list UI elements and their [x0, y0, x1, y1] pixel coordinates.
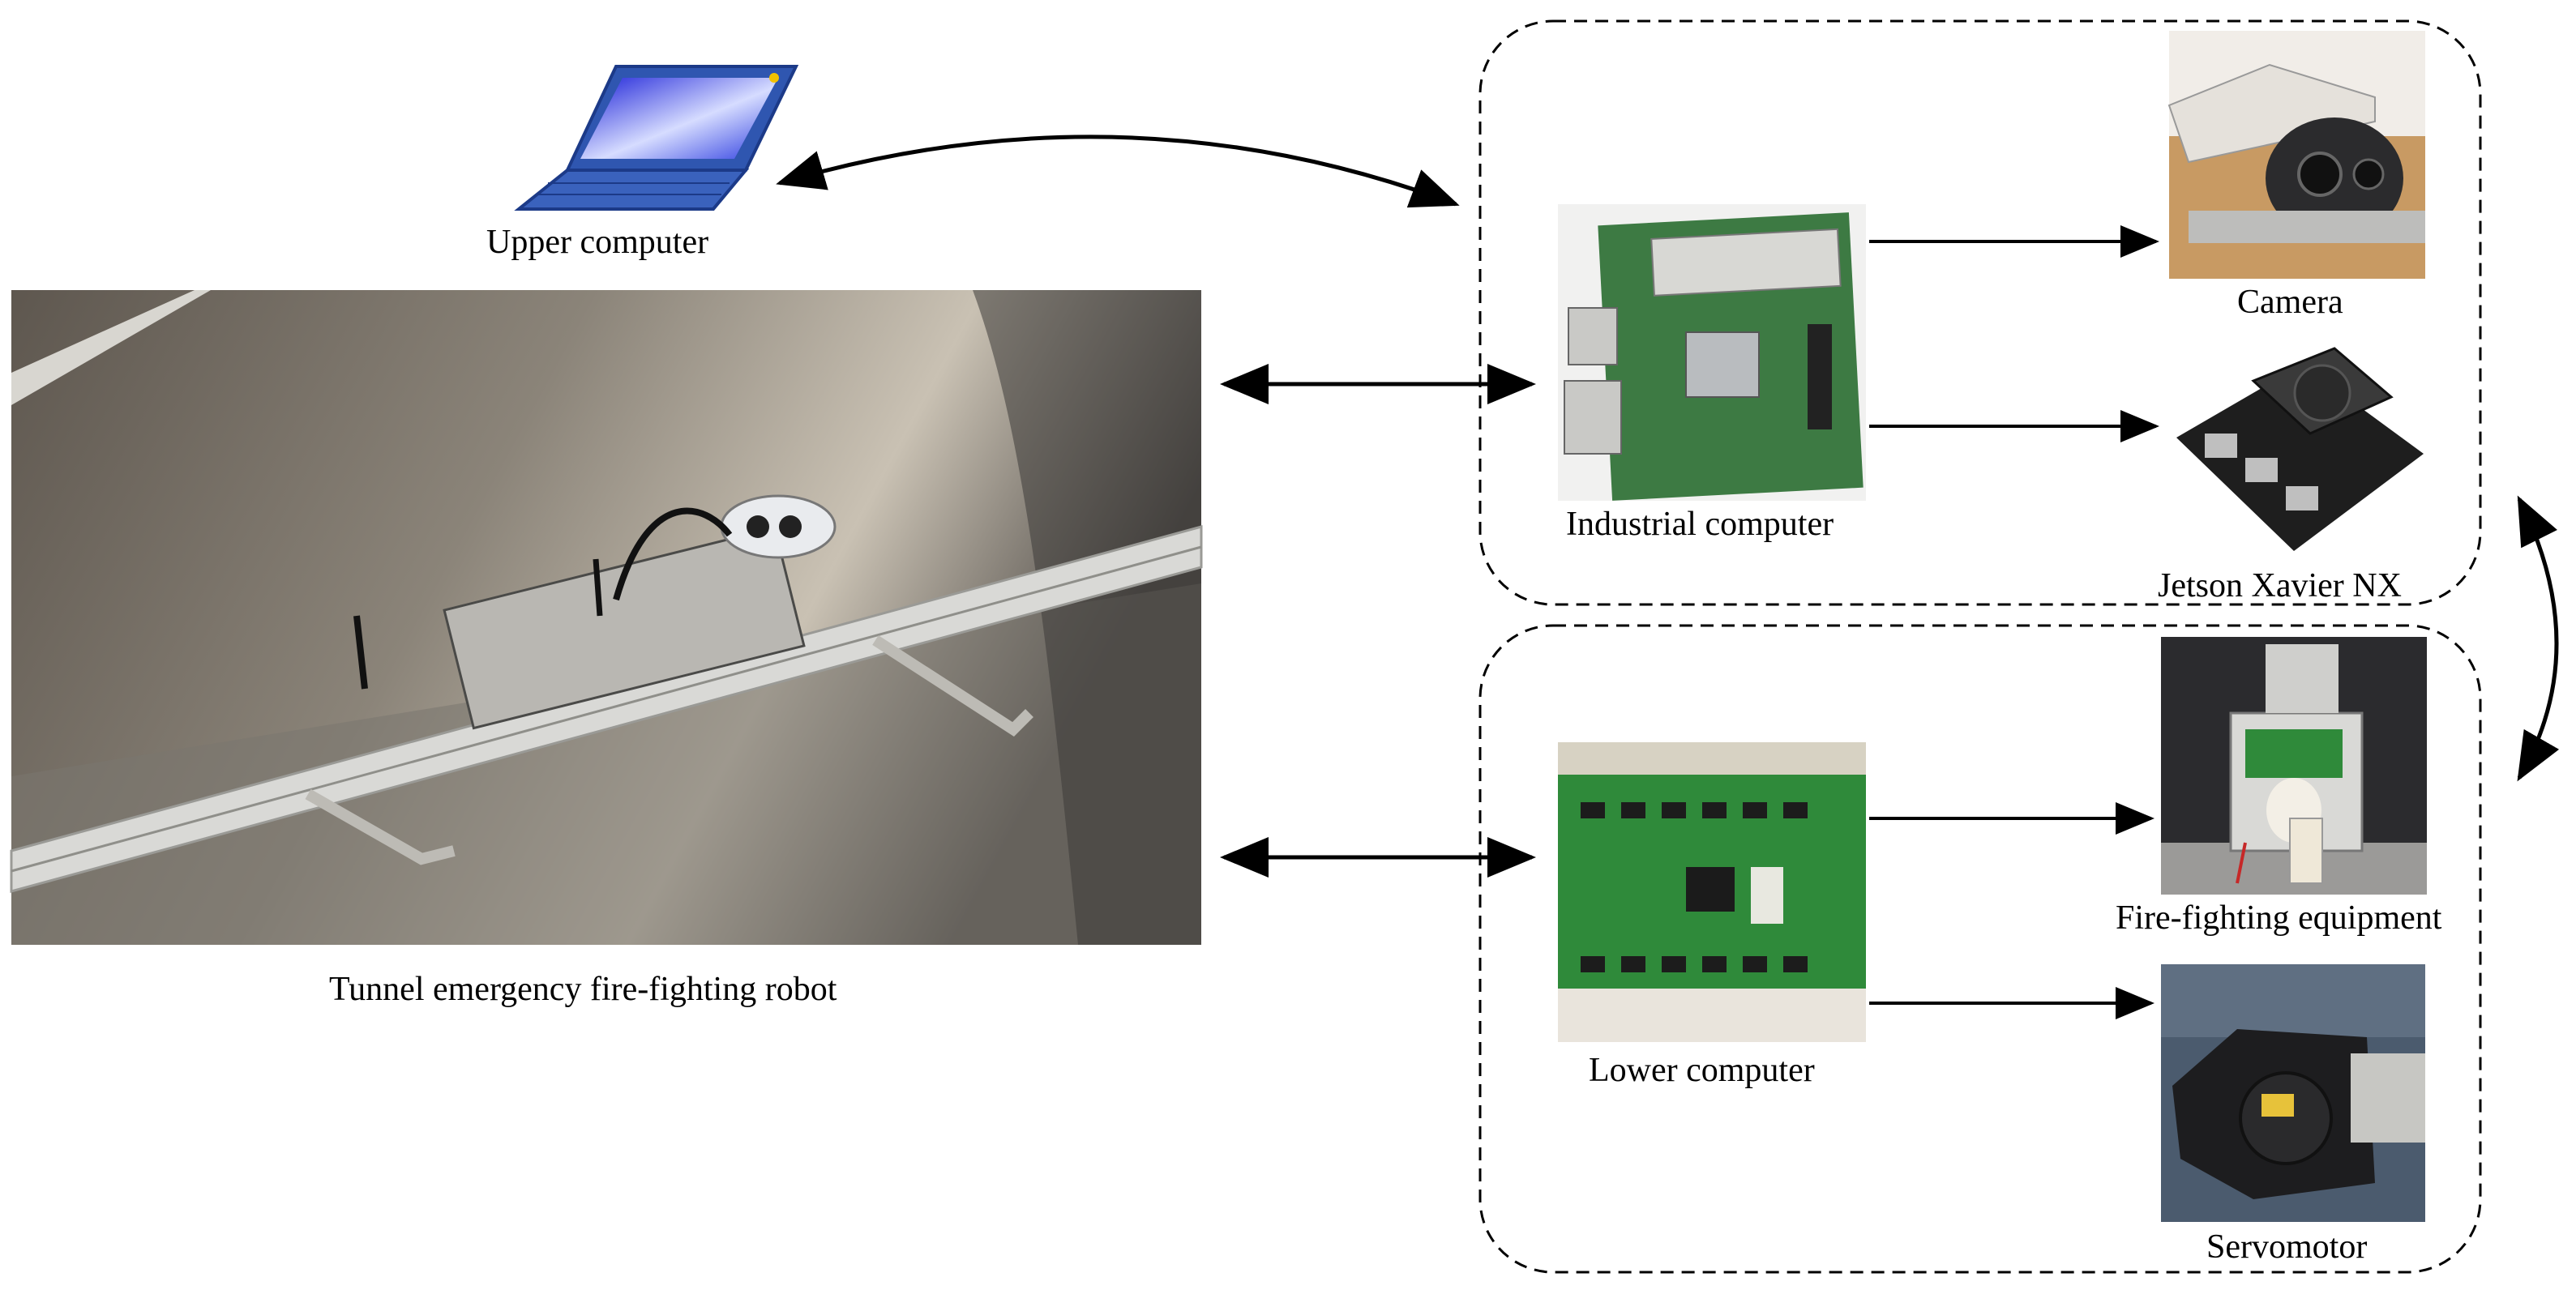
laptop-icon [514, 65, 799, 211]
motherboard-photo [1558, 204, 1866, 501]
robot-photo [10, 290, 1203, 945]
upper-group-box [1478, 19, 2482, 606]
lower-computer-label: Lower computer [1589, 1052, 1815, 1089]
camera-photo [2167, 31, 2425, 279]
lower-group-box [1478, 624, 2482, 1274]
robot-label: Tunnel emergency fire-fighting robot [329, 971, 837, 1008]
jetson-board-photo [2169, 347, 2433, 567]
camera-label: Camera [2237, 284, 2343, 321]
link-upper-computer [776, 135, 1460, 208]
motor-photo [2161, 964, 2425, 1222]
link-upper-lower-group [2517, 495, 2560, 782]
nozzle-photo [2161, 637, 2427, 895]
fire-equipment-label: Fire-fighting equipment [2116, 899, 2442, 937]
upper-computer-label: Upper computer [486, 224, 709, 261]
control-board-photo [1558, 742, 1866, 1042]
industrial-computer-label: Industrial computer [1566, 506, 1834, 543]
servomotor-label: Servomotor [2206, 1228, 2368, 1266]
jetson-label: Jetson Xavier NX [2158, 567, 2402, 604]
